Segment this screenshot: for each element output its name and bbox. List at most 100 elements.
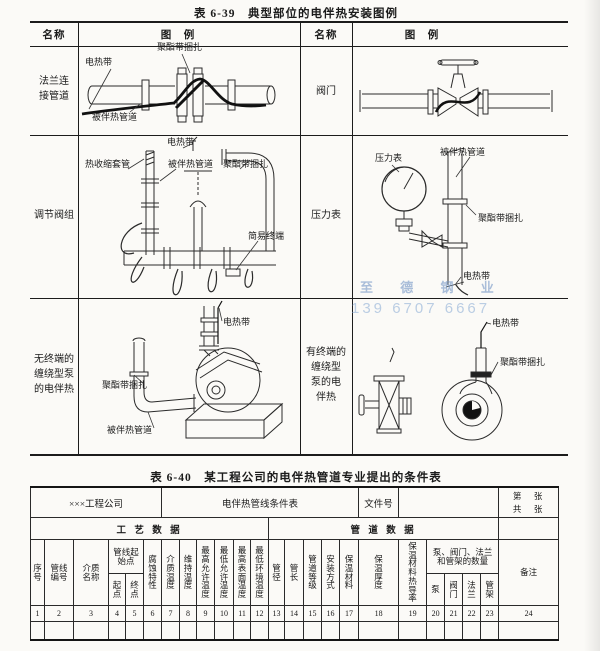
empty-data-cell <box>398 621 428 641</box>
pump-with-terminal-drawing <box>358 321 503 441</box>
table39-row2-line <box>30 298 568 299</box>
col-number: 22 <box>462 605 482 622</box>
label-tape: 聚酯带捆扎 <box>500 357 546 367</box>
empty-data-cell <box>250 621 270 641</box>
col-number: 6 <box>142 605 163 622</box>
pump-no-terminal-drawing <box>129 300 284 440</box>
label-tape: 聚酯带捆扎 <box>157 42 203 52</box>
scan-edge-shadow <box>584 0 600 651</box>
empty-data-cell <box>426 621 446 641</box>
label-pipe: 被伴热管道 <box>440 147 486 157</box>
header-name-left: 名称 <box>42 30 66 41</box>
col-header-min-allowed-temp: 最 低 允 许 温 度 <box>214 539 235 606</box>
valve-drawing <box>359 59 553 117</box>
col-number: 18 <box>358 605 400 622</box>
table39-vline-1 <box>78 21 79 455</box>
col-header-remarks: 备注 <box>498 539 560 606</box>
row3-name-right: 有终端的 缠绕型 泵的电 伴热 <box>306 347 346 403</box>
empty-data-cell <box>30 621 45 641</box>
col-number: 10 <box>214 605 235 622</box>
col-number: 9 <box>196 605 216 622</box>
table39-title: 表 6-39 典型部位的电伴热安装图例 <box>194 8 398 20</box>
empty-data-cell <box>73 621 109 641</box>
col-header-pump: 泵 <box>426 573 446 606</box>
label-cable: 电热带 <box>167 137 195 147</box>
empty-data-cell <box>358 621 400 641</box>
col-number: 16 <box>321 605 341 622</box>
group-header-counts: 泵、阀门、法兰 和管架的数量 <box>426 539 500 574</box>
col-number: 11 <box>233 605 252 622</box>
col-header-install-method: 安 装 方 式 <box>321 539 341 606</box>
band-blank-cell <box>498 517 560 540</box>
col-header-seq: 序 号 <box>30 539 45 606</box>
row2-name-left: 调节阀组 <box>34 210 74 221</box>
table39-bottom-border <box>30 454 568 456</box>
diagram-pump-no-terminal: 电热带 聚酯带捆扎 被伴热管道 <box>78 298 300 455</box>
col-number: 13 <box>268 605 286 622</box>
col-header-start-point: 起 点 <box>108 573 126 606</box>
col-header-end-point: 终 点 <box>125 573 144 606</box>
col-header-pipe-diameter: 管 径 <box>268 539 286 606</box>
label-sleeve: 热收缩套管 <box>85 159 131 169</box>
label-cable: 电热带 <box>85 57 113 67</box>
label-cable: 电热带 <box>492 318 520 328</box>
label-terminal: 简易终端 <box>248 231 285 241</box>
label-tape: 聚酯带捆扎 <box>478 213 524 223</box>
table39-vline-3 <box>352 21 353 455</box>
col-header-max-allowed-temp: 最 高 允 许 温 度 <box>196 539 216 606</box>
empty-data-cell <box>444 621 464 641</box>
col-number: 15 <box>303 605 323 622</box>
form-title-cell: 电伴热管线条件表 <box>161 486 360 518</box>
col-header-flange: 法 兰 <box>462 573 482 606</box>
empty-data-cell <box>462 621 482 641</box>
empty-data-cell <box>284 621 305 641</box>
table39-header-line <box>30 46 568 47</box>
company-cell: ×××工程公司 <box>29 486 163 518</box>
conditions-table-grid: ×××工程公司 电伴热管线条件表 文件号 第 张 共 张 工 艺 数 据 管 道… <box>29 486 560 641</box>
table39-row1-line <box>30 135 568 136</box>
col-number: 5 <box>125 605 144 622</box>
header-example-left: 图 例 <box>160 30 196 41</box>
label-gauge: 压力表 <box>375 153 403 163</box>
group-header-line-start: 管线起 始点 <box>108 539 144 574</box>
col-number: 1 <box>30 605 45 622</box>
label-pipe: 被伴热管道 <box>168 159 214 169</box>
col-number: 3 <box>73 605 109 622</box>
page-count-cell: 第 张 共 张 <box>498 486 560 518</box>
label-pipe: 被伴热管道 <box>92 112 138 122</box>
col-header-insul-conductivity: 保 温 材 料 热 导 率 <box>398 539 428 606</box>
empty-data-cell <box>125 621 144 641</box>
col-number: 23 <box>480 605 500 622</box>
col-header-insul-thickness: 保 温 厚 度 <box>358 539 400 606</box>
diagram-pump-with-terminal: 电热带 聚酯带捆扎 <box>352 298 568 455</box>
col-number: 17 <box>339 605 360 622</box>
row2-name-right: 压力表 <box>311 210 341 221</box>
table39-vline-2 <box>300 21 301 455</box>
header-example-right: 图 例 <box>404 30 440 41</box>
col-header-max-surface-temp: 最 高 表 面 温 度 <box>233 539 252 606</box>
empty-data-cell <box>268 621 286 641</box>
row1-name-right: 阀门 <box>316 86 336 97</box>
pressure-gauge-drawing <box>381 147 477 296</box>
col-number: 14 <box>284 605 305 622</box>
table40-title: 表 6-40 某工程公司的电伴热管道专业提出的条件表 <box>150 472 442 484</box>
doc-no-label-cell: 文件号 <box>358 486 400 518</box>
col-header-medium-temp: 介 质 温 度 <box>161 539 181 606</box>
col-header-corrosion: 腐 蚀 特 性 <box>142 539 163 606</box>
col-number: 4 <box>108 605 126 622</box>
empty-data-cell <box>498 621 560 641</box>
col-number: 7 <box>161 605 181 622</box>
col-number: 2 <box>44 605 74 622</box>
label-cable: 电热带 <box>223 317 251 327</box>
col-header-insul-material: 保 温 材 料 <box>339 539 360 606</box>
diagram-valve-group: 电热带 热收缩套管 被伴热管道 聚酯带捆扎 简易终端 <box>78 135 300 298</box>
empty-data-cell <box>214 621 235 641</box>
label-tape: 聚酯带捆扎 <box>223 159 269 169</box>
row3-name-left: 无终端的 缠绕型泵 的电伴热 <box>34 354 74 395</box>
col-header-medium-name: 介质 名称 <box>73 539 109 606</box>
band-pipe-data: 管 道 数 据 <box>268 517 500 540</box>
flange-pipe-drawing <box>81 53 276 123</box>
col-header-valve: 阀 门 <box>444 573 464 606</box>
col-number: 24 <box>498 605 560 622</box>
